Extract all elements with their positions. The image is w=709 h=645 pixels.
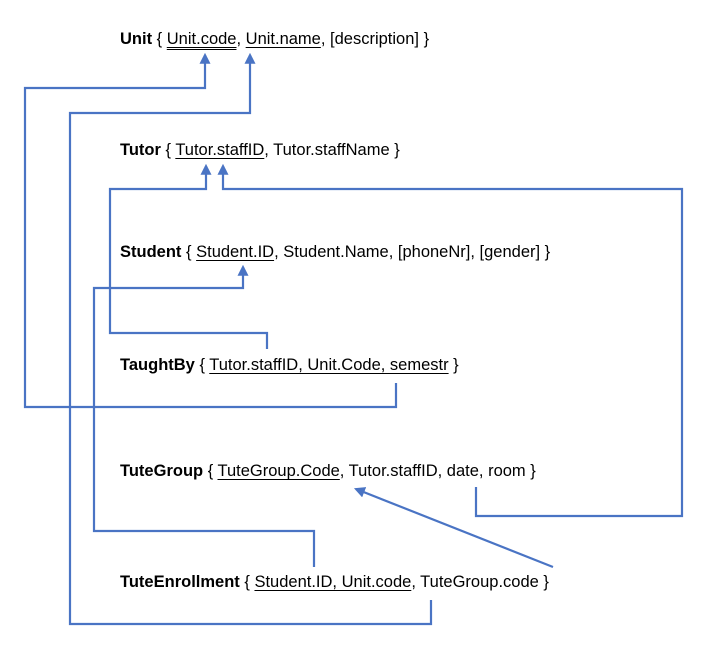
relation-name: Unit [120, 30, 153, 48]
brace-open: { [239, 573, 255, 591]
attr-student-id: Student.ID [196, 243, 275, 261]
relation-unit: Unit { Unit.code, Unit.name, [descriptio… [120, 29, 429, 49]
brace-open: { [152, 30, 167, 48]
relation-name: Tutor [120, 141, 161, 159]
brace-open: { [181, 243, 197, 261]
arrow-tutegroup-tutor-staffid [217, 163, 684, 518]
arrow-tuteenrollment-tutegroup-code [353, 487, 554, 569]
relation-name: Student [120, 243, 182, 261]
attr-tutegroup-code: TuteGroup.Code [217, 462, 340, 480]
relation-name: TaughtBy [120, 356, 195, 374]
relation-name: TuteGroup [120, 462, 204, 480]
arrow-tuteenrollment-unit-code [68, 52, 433, 626]
relation-tutor: Tutor { Tutor.staffID, Tutor.staffName } [120, 140, 400, 160]
brace-open: { [203, 462, 218, 480]
separator: , [236, 30, 246, 48]
arrow-taughtby-unit-code [23, 52, 398, 409]
arrow-taughtby-tutor-staffid [108, 163, 269, 349]
attr-rest: , [description] } [320, 30, 430, 48]
attr-unit-name: Unit.name [245, 30, 321, 48]
relation-tuteenrollment: TuteEnrollment { Student.ID, Unit.code, … [120, 572, 549, 592]
relation-name: TuteEnrollment [120, 573, 240, 591]
attr-rest: , Tutor.staffName } [264, 141, 400, 159]
arrow-tuteenrollment-student-id [92, 264, 316, 567]
attr-rest: , TuteGroup.code } [411, 573, 549, 591]
attr-tuteenrollment-key: Student.ID, Unit.code [254, 573, 412, 591]
attr-rest: , Student.Name, [phoneNr], [gender] } [274, 243, 551, 261]
attr-taughtby-key: Tutor.staffID, Unit.Code, semestr [209, 356, 449, 374]
attr-tutor-staffid: Tutor.staffID [175, 141, 265, 159]
attr-rest: } [448, 356, 459, 374]
brace-open: { [194, 356, 210, 374]
relation-student: Student { Student.ID, Student.Name, [pho… [120, 242, 550, 262]
attr-rest: , Tutor.staffID, date, room } [339, 462, 536, 480]
attr-unit-code: Unit.code [166, 30, 237, 48]
brace-open: { [160, 141, 176, 159]
relation-tutegroup: TuteGroup { TuteGroup.Code, Tutor.staffI… [120, 461, 536, 481]
relation-taughtby: TaughtBy { Tutor.staffID, Unit.Code, sem… [120, 355, 459, 375]
